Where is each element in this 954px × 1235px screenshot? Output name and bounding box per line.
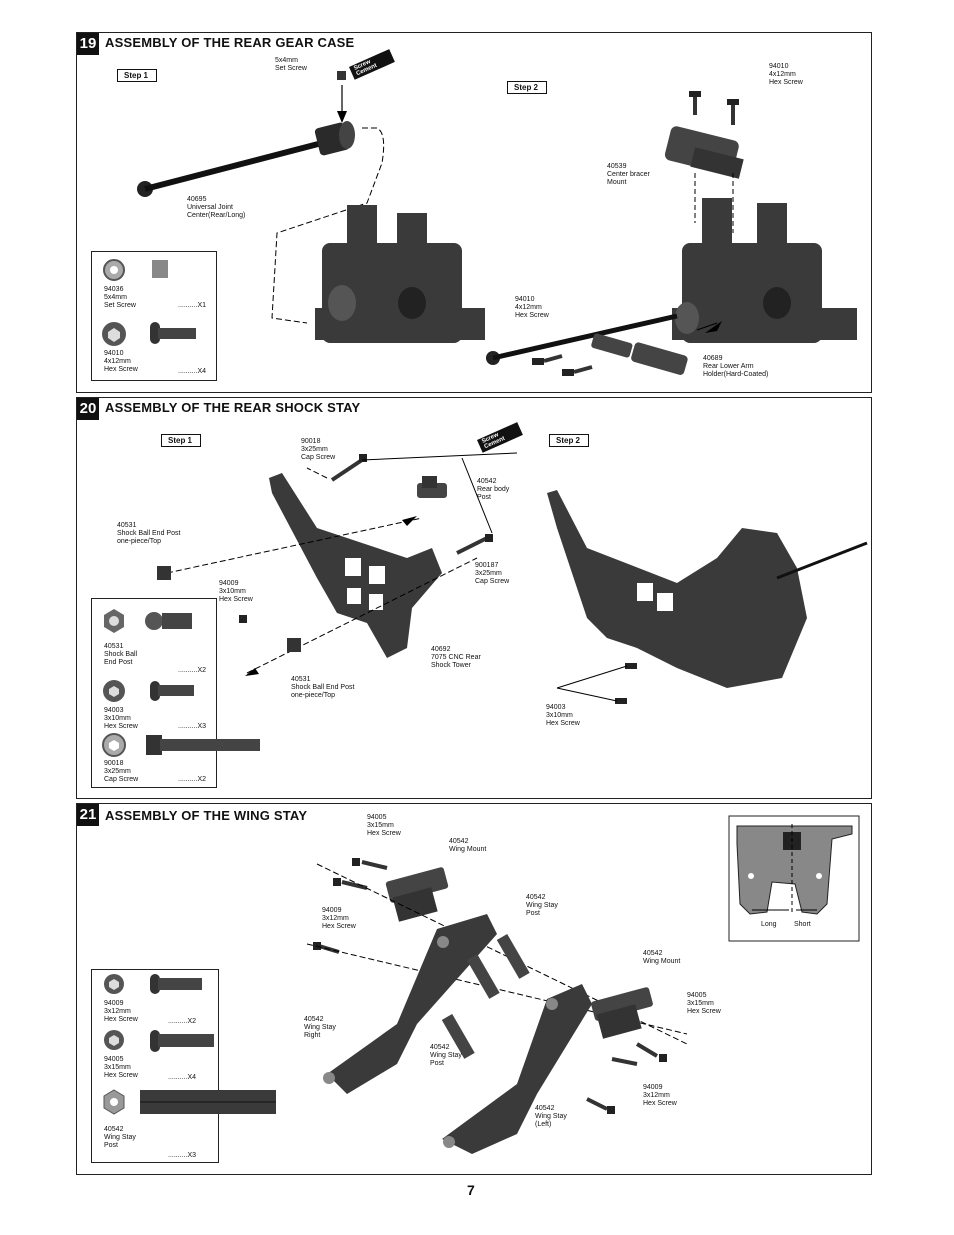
parts-21-icons xyxy=(103,974,276,1115)
label-shock-ball-top: 40531 Shock Ball End Post one-piece/Top xyxy=(117,522,181,545)
parts-21-item-2-qty: ..........X4 xyxy=(168,1074,197,1081)
step-number-19: 19 xyxy=(77,33,99,55)
label-center-bracer: 40539 Center bracer Mount xyxy=(607,163,650,186)
label-universal-joint: 40695 Universal Joint Center(Rear/Long) xyxy=(187,196,246,219)
gear-case-illustration xyxy=(137,71,857,376)
parts-21-item-3-qty: ..........X3 xyxy=(168,1152,197,1159)
parts-20-icons xyxy=(102,609,260,757)
parts-20-item-1-qty: ..........X2 xyxy=(178,667,207,674)
section-21: 21 ASSEMBLY OF THE WING STAY xyxy=(76,803,872,1175)
parts-box-20: 40531 Shock Ball End Post ..........X2 9… xyxy=(91,598,260,788)
parts-20-item-3-label: 90018 3x25mm Cap Screw xyxy=(104,760,139,783)
step2-label-19: Step 2 xyxy=(507,81,547,94)
parts-20-item-2-qty: ..........X3 xyxy=(178,723,207,730)
label-shock-tower: 40692 7075 CNC Rear Shock Tower xyxy=(431,646,481,669)
step1-label-19: Step 1 xyxy=(117,69,157,82)
label-wing-stay-left-sub: (Left) xyxy=(535,1121,552,1128)
label-hex-screw-12-left: 94009 3x12mm Hex Screw xyxy=(322,907,356,930)
label-cap-screw-top: 90018 3x25mm Cap Screw xyxy=(301,438,336,461)
label-hex-screw-top: 94010 4x12mm Hex Screw xyxy=(769,63,803,86)
wing-stay-illustration xyxy=(306,815,860,1154)
section-20: 20 ASSEMBLY OF THE REAR SHOCK STAY Step … xyxy=(76,397,872,799)
parts-21-item-1-label: 94009 3x12mm Hex Screw xyxy=(104,1000,138,1023)
label-hex-screw-mid: 94009 3x10mm Hex Screw xyxy=(219,580,253,603)
label-cap-screw-right: 900187 3x25mm Cap Screw xyxy=(475,562,510,585)
parts-19-item-2-qty: ..........X4 xyxy=(178,368,207,375)
label-hex-screw-15-top: 94005 3x15mm Hex Screw xyxy=(367,814,401,837)
label-wing-stay-post-bottom: 40542 Wing Stay Post xyxy=(430,1044,462,1067)
shock-stay-illustration xyxy=(157,452,868,704)
label-wing-mount-top: 40542 Wing Mount xyxy=(449,838,487,853)
label-wing-stay-left: 40542 Wing Stay xyxy=(535,1105,567,1120)
parts-19-item-2-label: 94010 4x12mm Hex Screw xyxy=(104,350,138,373)
inset-long-label: Long xyxy=(761,921,777,928)
step2-label-20: Step 2 xyxy=(549,434,589,447)
label-hex-screw-15-right: 94005 3x15mm Hex Screw xyxy=(687,992,721,1015)
parts-box-21: 94009 3x12mm Hex Screw ..........X2 9400… xyxy=(91,969,276,1163)
label-wing-stay-right: 40542 Wing Stay Right xyxy=(304,1016,336,1039)
inset-short-label: Short xyxy=(794,921,811,928)
section-19: 19 ASSEMBLY OF THE REAR GEAR CASE Step 1… xyxy=(76,32,872,393)
label-rear-body-post: 40542 Rear body Post xyxy=(477,478,510,501)
label-wing-mount-right: 40542 Wing Mount xyxy=(643,950,681,965)
parts-21-item-2-label: 94005 3x15mm Hex Screw xyxy=(104,1056,138,1079)
section-title-19: ASSEMBLY OF THE REAR GEAR CASE xyxy=(105,35,355,50)
parts-19-item-1-label: 94036 5x4mm Set Screw xyxy=(104,286,136,309)
page-number: 7 xyxy=(467,1182,475,1198)
label-hex-screw-bottom: 94010 4x12mm Hex Screw xyxy=(515,296,549,319)
parts-20-item-1-label: 40531 Shock Ball End Post xyxy=(104,643,138,666)
set-screw-icon xyxy=(102,259,196,346)
section-title-21: ASSEMBLY OF THE WING STAY xyxy=(105,808,308,823)
label-set-screw: 5x4mm Set Screw xyxy=(275,57,307,72)
parts-20-item-3-qty: ..........X2 xyxy=(178,776,207,783)
section-title-20: ASSEMBLY OF THE REAR SHOCK STAY xyxy=(105,400,361,415)
step-number-20: 20 xyxy=(77,398,99,420)
parts-box-19: 94036 5x4mm Set Screw ..........X1 94010… xyxy=(91,251,217,381)
parts-21-item-3-label: 40542 Wing Stay Post xyxy=(104,1126,136,1149)
label-shock-ball-bottom: 40531 Shock Ball End Post one-piece/Top xyxy=(291,676,355,699)
label-wing-stay-post-top: 40542 Wing Stay Post xyxy=(526,894,558,917)
step-number-21: 21 xyxy=(77,804,99,826)
parts-21-item-1-qty: ..........X2 xyxy=(168,1018,197,1025)
label-hex-screw-12-right: 94009 3x12mm Hex Screw xyxy=(643,1084,677,1107)
label-lower-arm-holder: 40689 Rear Lower Arm Holder(Hard-Coated) xyxy=(703,355,769,378)
parts-19-item-1-qty: ..........X1 xyxy=(178,302,207,309)
parts-20-item-2-label: 94003 3x10mm Hex Screw xyxy=(104,707,138,730)
step1-label-20: Step 1 xyxy=(161,434,201,447)
label-hex-screw-step2: 94003 3x10mm Hex Screw xyxy=(546,704,580,727)
